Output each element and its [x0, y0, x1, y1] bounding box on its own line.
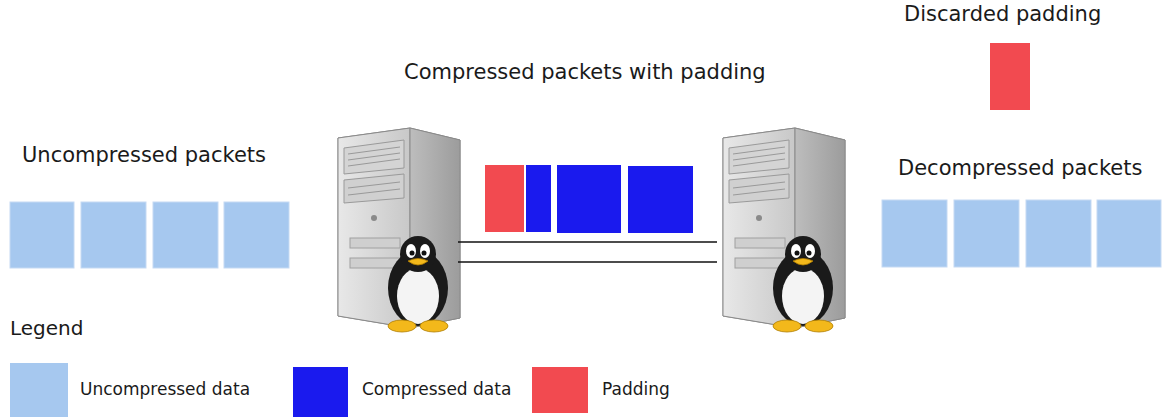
legend-text: Compressed data [362, 379, 511, 399]
legend-swatch [532, 367, 588, 413]
server [723, 128, 845, 332]
label: Discarded padding [904, 2, 1101, 27]
compressed-block [628, 166, 693, 233]
legend-text: Padding [602, 379, 670, 399]
legend-text: Uncompressed data [80, 379, 250, 399]
server [338, 128, 460, 332]
label: Uncompressed packets [22, 143, 266, 168]
compressed-block [557, 165, 621, 233]
label: Decompressed packets [898, 156, 1142, 181]
legend-title: Legend [10, 316, 83, 340]
link-line [458, 241, 717, 243]
legend-swatch [10, 363, 68, 417]
compressed-block [526, 165, 551, 232]
legend-swatch [293, 367, 348, 417]
padding-block [485, 165, 524, 232]
padding-block [990, 43, 1030, 110]
label: Compressed packets with padding [404, 60, 766, 85]
link-line [458, 261, 717, 263]
